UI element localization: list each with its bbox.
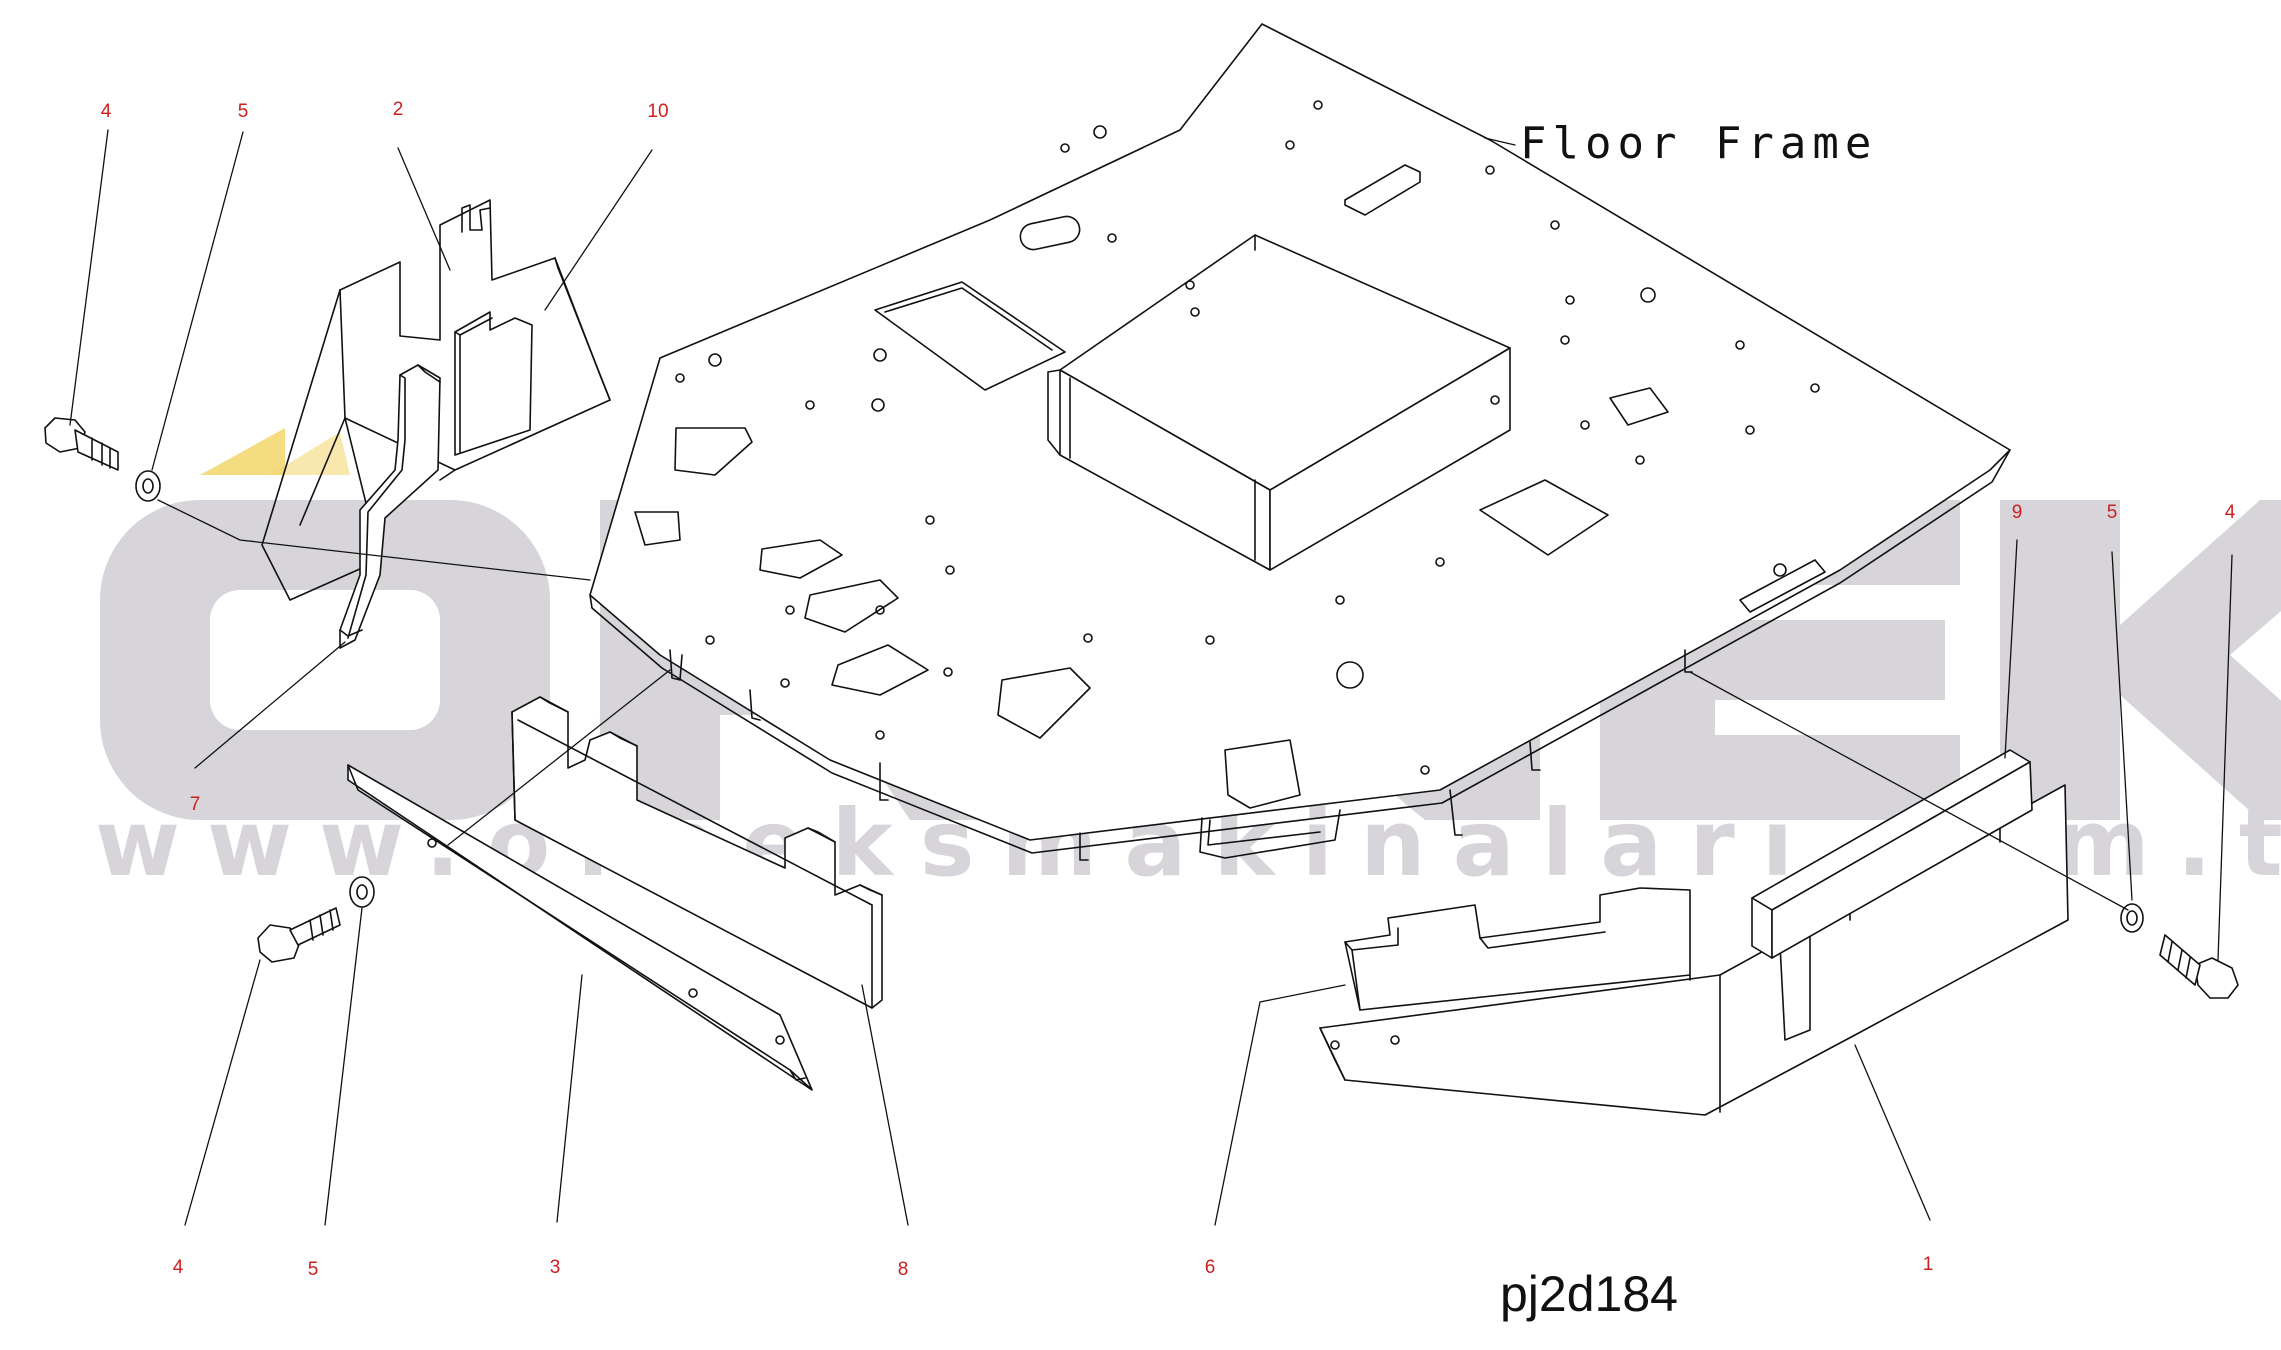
callout-6: 6 [1204, 1257, 1216, 1278]
floor-frame-plate [590, 24, 2010, 860]
callout-4-top-left: 4 [100, 101, 112, 122]
callout-5-top-left: 5 [237, 101, 249, 122]
callout-5-bottom-left: 5 [307, 1259, 319, 1280]
callout-9: 9 [2011, 502, 2023, 523]
part-6-foam [1345, 888, 1690, 1010]
bolt-bottom-left [258, 908, 340, 962]
part-9-bar [1752, 750, 2032, 958]
washer-top-left [136, 471, 160, 501]
callout-2: 2 [392, 99, 404, 120]
part-8-foam [512, 697, 882, 1008]
washer-right [2121, 904, 2143, 932]
drawing-code-label: pj2d184 [1500, 1266, 1678, 1322]
part-3-bar [348, 765, 812, 1090]
callout-7: 7 [189, 794, 201, 815]
part-7-profile [340, 365, 440, 648]
callout-10: 10 [647, 101, 669, 122]
bolt-right [2160, 935, 2238, 998]
callout-5-top-right: 5 [2106, 502, 2118, 523]
bolt-top-left [45, 418, 118, 470]
callout-8: 8 [897, 1259, 909, 1280]
part-10-block [455, 312, 532, 455]
callout-4-bottom-left: 4 [172, 1257, 184, 1278]
callout-3: 3 [549, 1257, 561, 1278]
floor-frame-label: Floor Frame [1520, 118, 1878, 169]
washer-bottom-left [350, 877, 374, 907]
callout-1: 1 [1922, 1254, 1934, 1275]
callout-4-top-right: 4 [2224, 502, 2236, 523]
leader-lines [70, 130, 2232, 1225]
